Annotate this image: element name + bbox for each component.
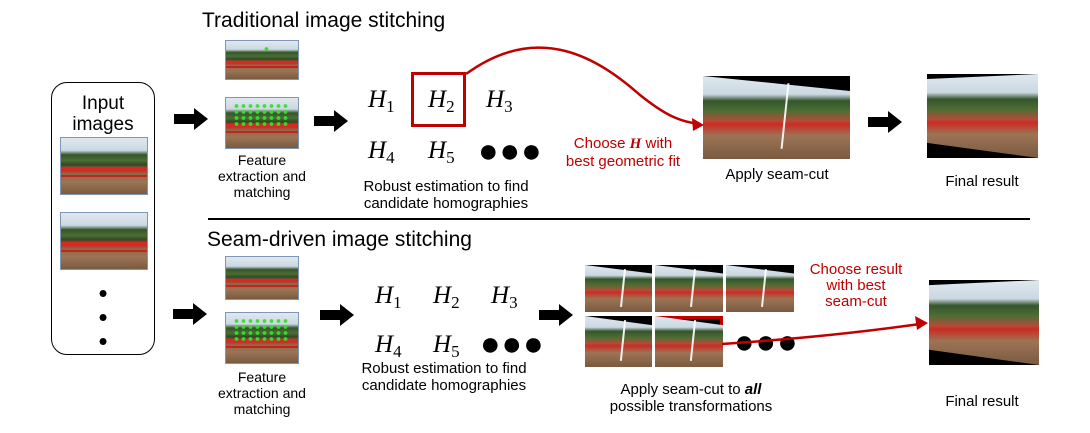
- input-image-1: [60, 137, 148, 195]
- input-image-2: [60, 212, 148, 270]
- estimation-caption-top: Robust estimation to find candidate homo…: [363, 178, 529, 212]
- traditional-title: Traditional image stitching: [202, 9, 446, 32]
- selected-homography-box: [411, 72, 466, 127]
- choose-result-caption: Choose result with best seam-cut: [809, 261, 903, 310]
- input-more-dots: • • •: [98, 278, 108, 356]
- bottom-connector-arrowhead: [915, 316, 928, 330]
- homography-h1: H1: [368, 86, 395, 116]
- arrow-right-icon: [868, 111, 902, 133]
- arrow-right-icon: [174, 108, 208, 130]
- arrow-right-icon: [314, 110, 348, 132]
- estimation-caption-bottom: Robust estimation to find candidate homo…: [361, 360, 527, 394]
- homography-h3: H3: [486, 86, 513, 116]
- seam-cut-image-top: [703, 76, 850, 159]
- feature-caption-bottom: Feature extraction and matching: [218, 369, 306, 417]
- arrow-right-icon: [173, 303, 207, 325]
- homography-h3-bottom: H3: [491, 282, 518, 312]
- top-connector-curve: [465, 46, 701, 126]
- homography-h2-bottom: H2: [433, 282, 460, 312]
- final-caption-top: Final result: [945, 173, 1019, 190]
- final-image-top: [927, 74, 1038, 158]
- result-thumb-selected: [655, 316, 723, 367]
- bottom-connector-curve: [721, 322, 921, 346]
- feature-image-top-2: [225, 97, 299, 149]
- feature-caption-top: Feature extraction and matching: [218, 152, 306, 200]
- arrow-right-icon: [320, 304, 354, 326]
- homography-h5: H5: [428, 137, 455, 167]
- homography-h4: H4: [368, 137, 395, 167]
- top-connector-arrowhead: [692, 118, 704, 131]
- homography-h5-bottom: H5: [433, 331, 460, 361]
- result-thumb-3: [726, 265, 794, 312]
- homography-h2: H2: [428, 86, 455, 116]
- seam-driven-title: Seam-driven image stitching: [207, 228, 472, 251]
- final-image-bottom: [929, 280, 1039, 365]
- choose-h-caption: Choose H with best geometric fit: [565, 135, 681, 170]
- result-thumb-2: [655, 265, 723, 312]
- input-images-panel: Input images • • •: [51, 82, 155, 355]
- homography-h1-bottom: H1: [375, 282, 402, 312]
- result-thumb-4: [585, 316, 652, 367]
- final-caption-bottom: Final result: [945, 393, 1019, 410]
- homography-h4-bottom: H4: [375, 331, 402, 361]
- seam-caption-bottom: Apply seam-cut to all possible transform…: [609, 381, 773, 415]
- result-thumb-1: [585, 265, 652, 312]
- feature-image-bottom-1: [225, 256, 299, 300]
- section-divider: [208, 218, 1030, 220]
- input-images-label: Input images: [72, 93, 134, 135]
- arrow-right-icon: [539, 304, 573, 326]
- feature-image-bottom-2: [225, 312, 299, 364]
- seam-caption-top: Apply seam-cut: [725, 166, 829, 183]
